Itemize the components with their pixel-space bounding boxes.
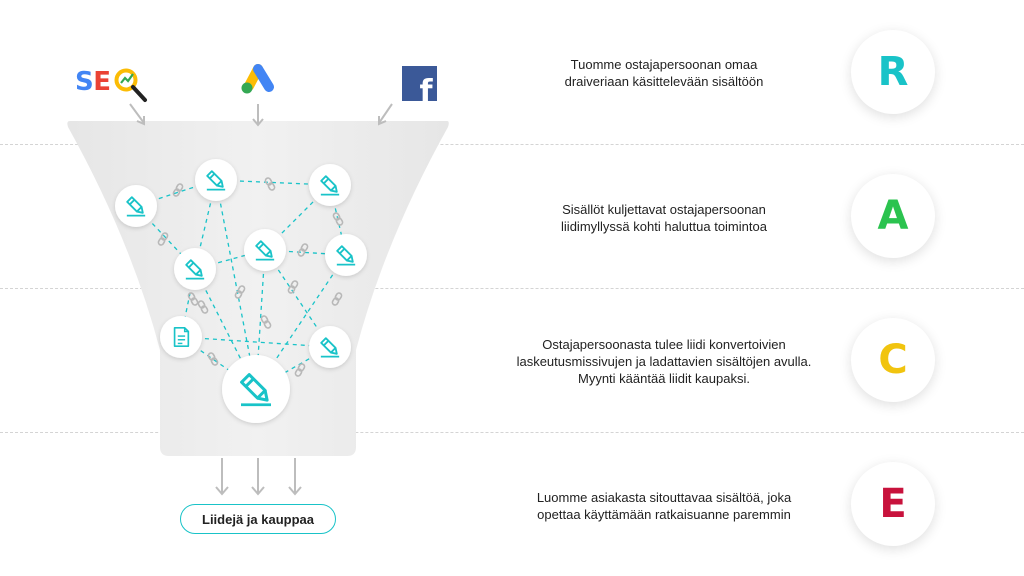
stage-badge-c: C [851,318,935,402]
stage-letter-c: C [878,337,908,383]
stage-divider [0,144,1024,145]
connection-line [215,179,257,390]
content-node [309,326,351,368]
content-node [115,185,157,227]
stage-letter-r: R [877,49,909,95]
stage-description-a: Sisällöt kuljettavat ostajapersoonan lii… [561,202,767,234]
stage-badge-e: E [851,462,935,546]
seo-magnifier-icon [114,68,147,102]
connection-line [180,336,331,348]
content-node [325,234,367,276]
main-content-node [222,355,290,423]
stage-description-e: Luomme asiakasta sitouttavaa sisältöä, j… [536,490,792,522]
output-label: Liidejä ja kauppaa [180,504,336,534]
facebook-icon: f [402,66,437,109]
stage-divider [0,432,1024,433]
stage-letter-a: A [877,193,909,239]
google-ads-icon [241,64,274,94]
stage-badge-a: A [851,174,935,258]
content-node [195,159,237,201]
stage-description-r: Tuomme ostajapersoonan omaa draiveriaan … [564,57,764,89]
stage-description-c: Ostajapersoonasta tulee liidi konvertoiv… [516,337,812,386]
stage-letter-e: E [879,481,907,527]
stage-divider [0,288,1024,289]
content-node [244,229,286,271]
connection-line [255,346,331,390]
facebook-letter: f [419,74,433,109]
output-arrows [215,458,302,496]
input-arrows [129,103,393,127]
seo-logo: SE [75,67,147,102]
stage-badge-r: R [851,30,935,114]
connection-line [255,254,347,390]
content-node [174,248,216,290]
svg-text:SE: SE [75,67,111,97]
funnel-shape [67,121,449,456]
content-node [160,316,202,358]
content-nodes [115,159,367,423]
connection-line [135,179,217,207]
content-node [309,164,351,206]
connection-line [135,205,196,270]
